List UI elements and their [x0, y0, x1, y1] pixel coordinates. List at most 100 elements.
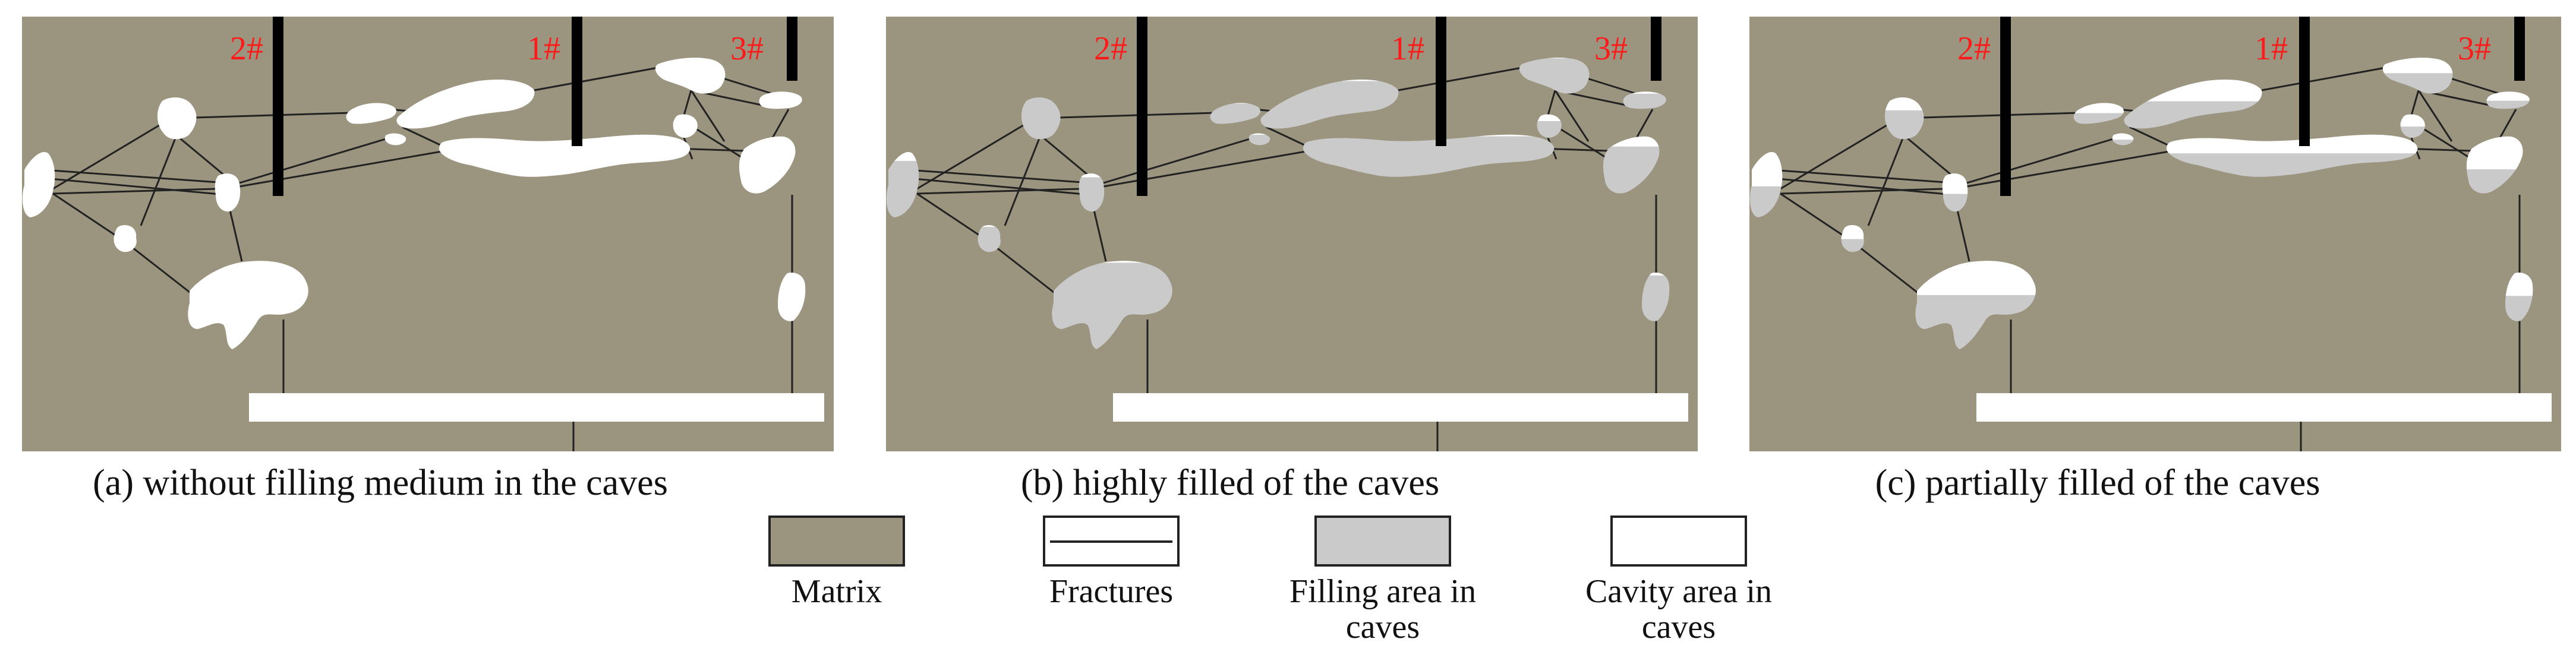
well-label: 2# [230, 30, 263, 67]
fracture-line [1770, 169, 1954, 184]
fracture-line [907, 169, 1091, 184]
cave-small-left [978, 224, 1001, 252]
fracture-line [43, 169, 227, 184]
fracture-line [1560, 128, 1609, 160]
fracture-line [1867, 135, 1905, 226]
fracture-line [916, 192, 989, 242]
cave-long-center [439, 134, 690, 177]
fracture-line [771, 109, 790, 140]
well-label: 2# [1094, 30, 1127, 67]
fracture-line [52, 188, 216, 195]
well-1-bore [2000, 17, 2011, 196]
bottom-cavity-strip [1113, 393, 1688, 422]
filling-area [1079, 173, 1105, 212]
legend-filling-label: Filling area in caves [1289, 573, 1477, 646]
cave-upper-right [1519, 58, 1590, 94]
fracture-line [1851, 240, 1928, 302]
cave-small-left [113, 224, 137, 252]
fracture-line [534, 67, 658, 91]
fracture-line [1635, 109, 1654, 140]
cave-top-right [2486, 91, 2530, 109]
cavity-area [346, 103, 396, 124]
cave-right-middle [739, 136, 796, 194]
well-label: 2# [1957, 30, 1991, 67]
cavity-area [1519, 58, 1590, 59]
cave-top-right [759, 91, 802, 109]
cave-small-right [1537, 114, 1562, 138]
filling-area [886, 152, 919, 217]
panel-b-diagram: 2#1#3# [886, 17, 1698, 451]
cavity-area [215, 173, 241, 212]
cavity-area [978, 224, 1001, 227]
cavity-area [157, 97, 197, 140]
fracture-line [723, 77, 777, 96]
fracture-line [2498, 109, 2517, 140]
cavity-area [1942, 173, 1968, 194]
fracture-line [1040, 134, 1091, 178]
cave-mid-left [1079, 173, 1105, 212]
cavity-area [2486, 91, 2530, 101]
cavity-area [2400, 114, 2425, 127]
cave-small-center [1248, 133, 1270, 146]
bottom-cavity-strip [249, 393, 824, 422]
cavity-area [1052, 261, 1172, 263]
filling-area [1303, 134, 1555, 177]
legend-fractures-label: Fractures [1049, 573, 1174, 610]
panel-c-diagram: 2#1#3# [1749, 17, 2561, 451]
cavity-area [188, 261, 308, 349]
cave-upper-right [655, 58, 726, 94]
fracture-line [683, 90, 692, 116]
cave-small-left [1841, 224, 1864, 252]
cavity-area [1248, 133, 1270, 135]
fracture-line [2417, 90, 2453, 142]
cavity-area [759, 91, 802, 109]
cave-upper-center-1 [346, 103, 396, 124]
filling-area [1519, 58, 1590, 94]
fracture-line [52, 122, 163, 190]
legend-matrix-label: Matrix [791, 573, 882, 610]
fracture-line [1780, 192, 1852, 242]
cave-long-center [2167, 134, 2418, 177]
fracture-line [402, 126, 443, 147]
fracture-network [907, 67, 1657, 451]
cavity-area [1642, 272, 1670, 276]
fracture-line [2450, 77, 2505, 96]
filling-area [1021, 97, 1061, 140]
fracture-line [907, 177, 1091, 196]
filling-area [1248, 133, 1270, 146]
cavity-area [655, 58, 726, 94]
fracture-line [2261, 67, 2386, 91]
panel-a-diagram: 2#1#3# [22, 17, 834, 451]
well-3-bore [2514, 17, 2525, 81]
cave-upper-left [1021, 97, 1061, 140]
well-label: 3# [1594, 30, 1628, 67]
well-2-bore [572, 17, 582, 146]
well-3-bore [787, 17, 797, 81]
fractures-swatch [1043, 515, 1180, 567]
bottom-cavity-strip [1976, 393, 2552, 422]
well-2-bore [1436, 17, 1446, 146]
legend-cavity-label: Cavity area in caves [1585, 573, 1773, 646]
fracture-line [1966, 138, 2114, 184]
panel-b: 2#1#3# [886, 17, 1698, 451]
fracture-line [1587, 77, 1641, 96]
cavity-swatch [1610, 515, 1747, 567]
fracture-line [239, 138, 386, 184]
cave-top-right [1623, 91, 1666, 109]
fracture-line [2424, 128, 2473, 160]
fracture-line [1004, 135, 1042, 226]
cave-upper-left [157, 97, 197, 140]
cavity-area [1079, 173, 1105, 178]
cavity-area [396, 79, 535, 129]
well-label: 3# [2458, 30, 2491, 67]
matrix-swatch [768, 515, 905, 567]
cave-right-lower [1642, 272, 1670, 321]
fracture-line [124, 240, 201, 302]
well-1-bore [273, 17, 283, 196]
fracture-line [176, 134, 227, 178]
fracture-line [1547, 90, 1556, 116]
fracture-line [916, 188, 1080, 195]
cavity-area [22, 152, 55, 217]
panel-c: 2#1#3# [1749, 17, 2561, 451]
panel-a-caption: (a) without filling medium in the caves [93, 463, 668, 503]
